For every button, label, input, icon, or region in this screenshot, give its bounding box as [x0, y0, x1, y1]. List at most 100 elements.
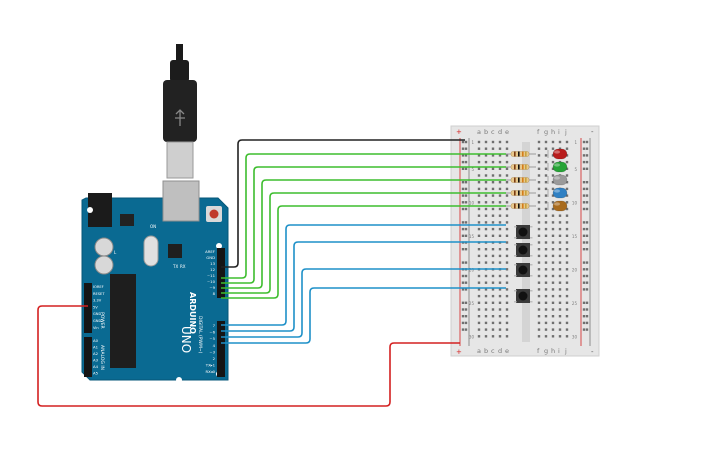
breadboard-hole: [505, 160, 509, 164]
wire-pin9-green[interactable]: [221, 205, 506, 299]
rail-minus-label-bottom: -: [591, 348, 594, 356]
breadboard-hole: [484, 181, 488, 184]
breadboard-hole: [558, 241, 562, 244]
breadboard-hole: [544, 147, 548, 150]
breadboard-rail-hole: [464, 321, 468, 325]
wire-pin13-green[interactable]: [221, 153, 506, 279]
power-pin-label: GND: [93, 319, 101, 323]
usb-cable-cord: [176, 44, 183, 64]
resistor[interactable]: [505, 151, 536, 157]
breadboard-rail-hole: [461, 140, 465, 144]
pushbutton[interactable]: [514, 225, 533, 239]
led-light[interactable]: [547, 200, 568, 212]
usb-plug-metal: [166, 141, 194, 179]
breadboard-rail-hole: [464, 154, 468, 157]
resistor[interactable]: [505, 203, 536, 209]
breadboard-hole: [537, 321, 541, 325]
led-light[interactable]: [547, 187, 568, 199]
breadboard-hole: [544, 221, 548, 224]
breadboard-hole: [484, 194, 488, 197]
led-light[interactable]: [547, 174, 568, 186]
led-light[interactable]: [547, 148, 568, 160]
breadboard-rail-hole: [582, 234, 586, 237]
breadboard-rail-hole: [464, 194, 468, 197]
breadboard-hole: [491, 187, 495, 191]
breadboard-hole: [505, 241, 509, 244]
breadboard-hole: [544, 328, 548, 331]
breadboard-hole: [477, 207, 481, 211]
breadboard-rail-hole: [461, 227, 465, 231]
breadboard-rail-hole: [464, 160, 468, 164]
breadboard-column-label: a: [477, 347, 481, 355]
breadboard-column-label: j: [564, 347, 567, 355]
breadboard-rail-hole: [582, 187, 586, 191]
breadboard-hole: [537, 187, 541, 191]
breadboard-rail-hole: [585, 140, 589, 144]
breadboard-row-label: 1: [471, 140, 474, 145]
breadboard-hole: [505, 147, 509, 150]
breadboard-hole: [565, 294, 569, 298]
breadboard-hole: [551, 227, 555, 231]
breadboard-hole: [491, 167, 495, 170]
breadboard-hole: [498, 321, 502, 325]
breadboard-hole: [558, 147, 562, 150]
pushbutton[interactable]: [514, 243, 533, 257]
led-light[interactable]: [547, 161, 568, 173]
breadboard-rail-hole: [585, 221, 589, 224]
arduino-model-text: UNO: [179, 326, 193, 353]
breadboard-rail-hole: [461, 315, 465, 318]
breadboard-hole: [558, 234, 562, 237]
breadboard-hole: [544, 308, 548, 311]
breadboard-hole: [477, 154, 481, 157]
wire-gnd-black[interactable]: [221, 139, 465, 268]
digital-header-top: [217, 248, 225, 298]
breadboard-hole: [498, 160, 502, 164]
power-pin-label: RESET: [93, 292, 105, 296]
breadboard-hole: [491, 321, 495, 325]
digital-pin-label: GND: [206, 255, 215, 260]
breadboard-hole: [565, 201, 569, 204]
wire-pin11-green[interactable]: [221, 179, 506, 289]
breadboard-hole: [551, 328, 555, 331]
breadboard-rail-hole: [582, 274, 586, 278]
breadboard-rail-hole: [582, 261, 586, 264]
breadboard-hole: [558, 288, 562, 291]
wire-pin6-blue[interactable]: [221, 241, 506, 332]
breadboard-rail-hole: [585, 227, 589, 231]
resistor[interactable]: [505, 177, 536, 183]
rail-minus-label-top: -: [591, 128, 594, 136]
wire-pin12-green[interactable]: [221, 166, 506, 284]
breadboard-hole: [491, 261, 495, 264]
breadboard-hole: [491, 301, 495, 304]
pushbutton[interactable]: [514, 263, 533, 277]
breadboard-hole: [505, 294, 509, 298]
breadboard-hole: [544, 234, 548, 237]
wire-pin10-green[interactable]: [221, 192, 506, 294]
wire-pin4-blue[interactable]: [221, 287, 506, 344]
resistor[interactable]: [505, 190, 536, 196]
breadboard-hole: [498, 147, 502, 150]
breadboard-hole: [544, 321, 548, 325]
breadboard-hole: [537, 301, 541, 304]
pushbutton[interactable]: [514, 289, 533, 303]
breadboard-hole: [565, 174, 569, 177]
breadboard-hole: [505, 207, 509, 211]
breadboard-hole: [477, 201, 481, 204]
breadboard-hole: [551, 335, 555, 338]
resistor[interactable]: [505, 164, 536, 170]
breadboard-hole: [544, 194, 548, 197]
breadboard-hole: [537, 288, 541, 291]
arduino-uno-board[interactable]: ARDUINO UNO DIGITAL (PWM~) POWER ANALOG …: [81, 180, 229, 383]
breadboard-hole: [544, 248, 548, 251]
breadboard-hole: [551, 281, 555, 284]
breadboard-rail-hole: [461, 248, 465, 251]
breadboard-hole: [484, 154, 488, 157]
wire-5v-red[interactable]: [37, 305, 460, 407]
breadboard-hole: [537, 328, 541, 331]
usb-cable[interactable]: [163, 44, 197, 179]
wire-pin7-blue[interactable]: [221, 224, 506, 326]
wire-pin5-blue[interactable]: [221, 268, 506, 338]
